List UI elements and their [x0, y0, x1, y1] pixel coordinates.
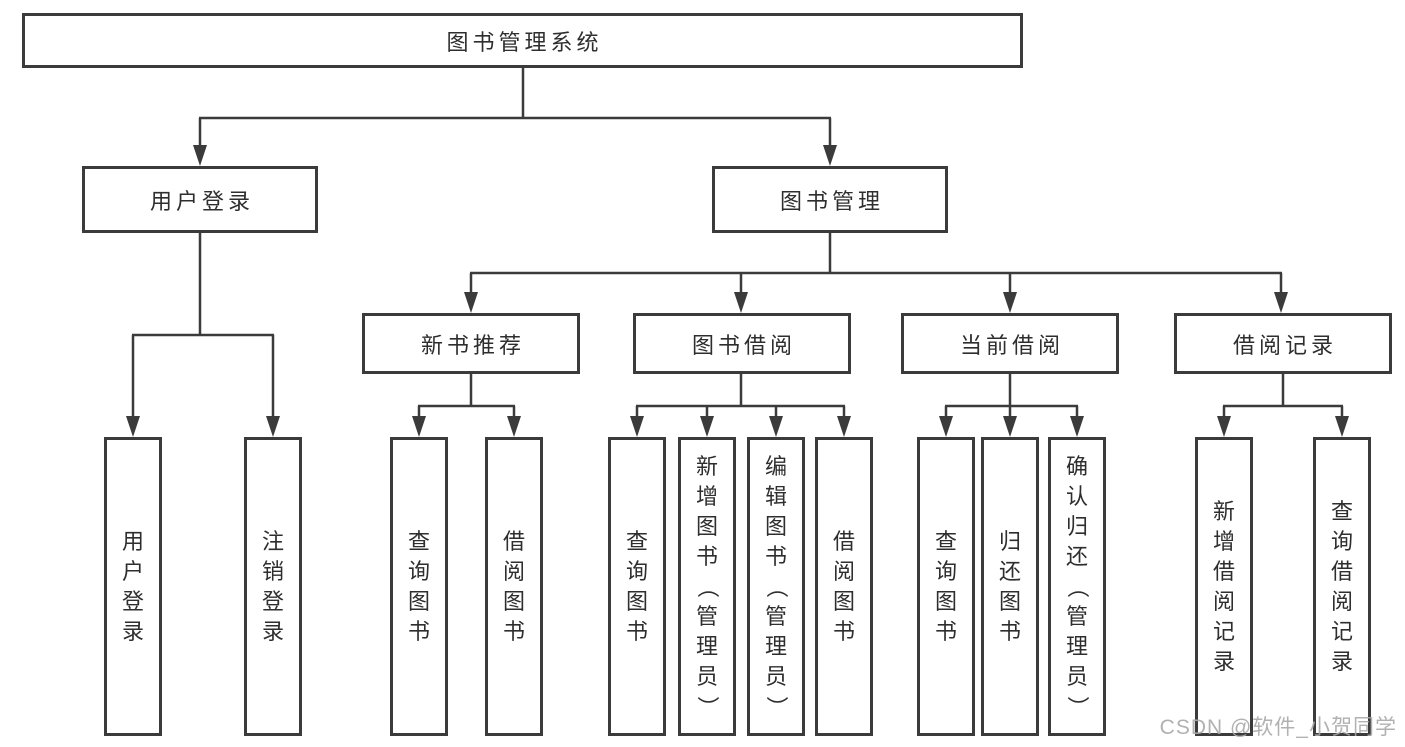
leaf-add-borrow-record: 新增借阅记录: [1195, 437, 1253, 736]
leaf-return-books: 归还图书: [981, 437, 1039, 736]
csdn-watermark: CSDN @软件_小贺同学: [1159, 716, 1397, 739]
leaf-query-borrow-record: 查询借阅记录: [1313, 437, 1371, 736]
node-book-management: 图书管理: [712, 166, 948, 233]
arrowhead-icons: [126, 145, 1349, 437]
node-user-login: 用户登录: [82, 166, 318, 233]
leaf-query-books-recommend: 查询图书: [390, 437, 448, 736]
node-new-book-recommend: 新书推荐: [362, 313, 580, 374]
leaf-borrow-books-recommend: 借阅图书: [485, 437, 543, 736]
node-library-system: 图书管理系统: [22, 13, 1023, 68]
leaf-edit-book-admin: 编辑图书（管理员）: [747, 437, 805, 736]
leaf-confirm-return-admin: 确认归还（管理员）: [1048, 437, 1106, 736]
leaf-user-login: 用户登录: [104, 437, 162, 736]
leaf-borrow-books-borrow: 借阅图书: [815, 437, 873, 736]
leaf-add-book-admin: 新增图书（管理员）: [678, 437, 736, 736]
leaf-query-books-current: 查询图书: [917, 437, 975, 736]
leaf-logout: 注销登录: [244, 437, 302, 736]
node-book-borrow: 图书借阅: [633, 313, 851, 374]
node-current-borrow: 当前借阅: [901, 313, 1119, 374]
leaf-query-books-borrow: 查询图书: [608, 437, 666, 736]
node-borrow-records: 借阅记录: [1174, 313, 1392, 374]
